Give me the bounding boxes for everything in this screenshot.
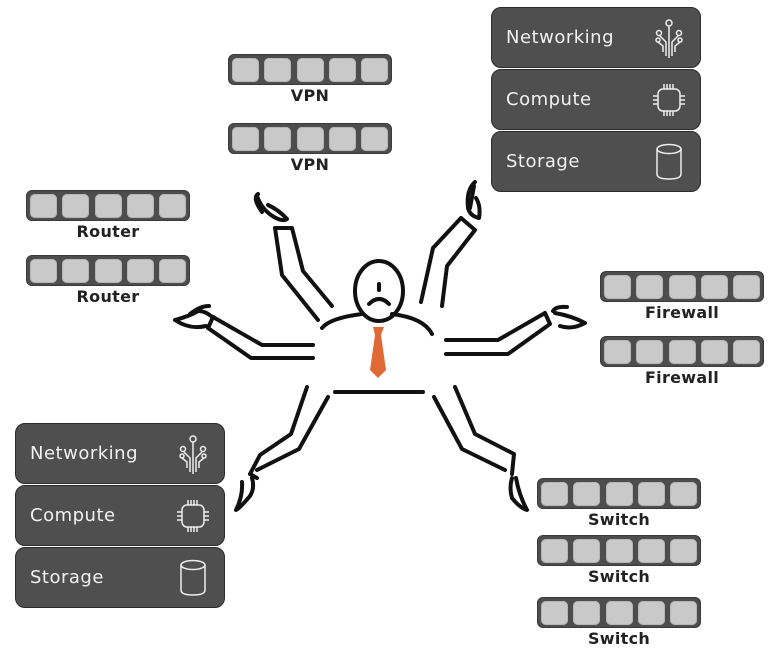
port-bar xyxy=(228,54,392,85)
card-label: Networking xyxy=(30,443,138,464)
compute-card: Compute xyxy=(15,485,225,546)
card-label: Compute xyxy=(506,89,592,110)
device-label: Firewall xyxy=(644,368,720,387)
service-stack-top-right: Networking Compute Storage xyxy=(491,7,701,193)
networking-card: Networking xyxy=(491,7,701,68)
device-label: Switch xyxy=(587,567,651,586)
card-label: Storage xyxy=(30,567,104,588)
vpn-device: VPN xyxy=(228,54,392,105)
vpn-device: VPN xyxy=(228,123,392,174)
port-bar xyxy=(600,336,764,367)
router-device: Router xyxy=(26,255,190,306)
device-label: VPN xyxy=(290,155,330,174)
device-label: Firewall xyxy=(644,303,720,322)
switch-device: Switch xyxy=(537,535,701,586)
storage-card: Storage xyxy=(491,131,701,192)
database-cylinder-icon xyxy=(652,142,686,182)
cpu-chip-icon xyxy=(652,80,686,120)
port-bar xyxy=(537,478,701,509)
card-label: Storage xyxy=(506,151,580,172)
switch-device: Switch xyxy=(537,478,701,529)
head xyxy=(353,259,405,323)
port-bar xyxy=(537,535,701,566)
port-bar xyxy=(26,255,190,286)
cpu-chip-icon xyxy=(176,496,210,536)
circuit-tree-icon xyxy=(176,434,210,474)
device-label: Router xyxy=(76,222,140,241)
port-bar xyxy=(537,597,701,628)
port-bar xyxy=(228,123,392,154)
device-label: Switch xyxy=(587,629,651,648)
firewall-device: Firewall xyxy=(600,271,764,322)
port-bar xyxy=(26,190,190,221)
router-device: Router xyxy=(26,190,190,241)
device-label: Router xyxy=(76,287,140,306)
card-label: Networking xyxy=(506,27,614,48)
storage-card: Storage xyxy=(15,547,225,608)
compute-card: Compute xyxy=(491,69,701,130)
networking-card: Networking xyxy=(15,423,225,484)
device-label: Switch xyxy=(587,510,651,529)
card-label: Compute xyxy=(30,505,116,526)
port-bar xyxy=(600,271,764,302)
database-cylinder-icon xyxy=(176,558,210,598)
tie xyxy=(370,327,386,378)
circuit-tree-icon xyxy=(652,18,686,58)
service-stack-bottom-left: Networking Compute Storage xyxy=(15,423,225,609)
switch-device: Switch xyxy=(537,597,701,648)
firewall-device: Firewall xyxy=(600,336,764,387)
device-label: VPN xyxy=(290,86,330,105)
